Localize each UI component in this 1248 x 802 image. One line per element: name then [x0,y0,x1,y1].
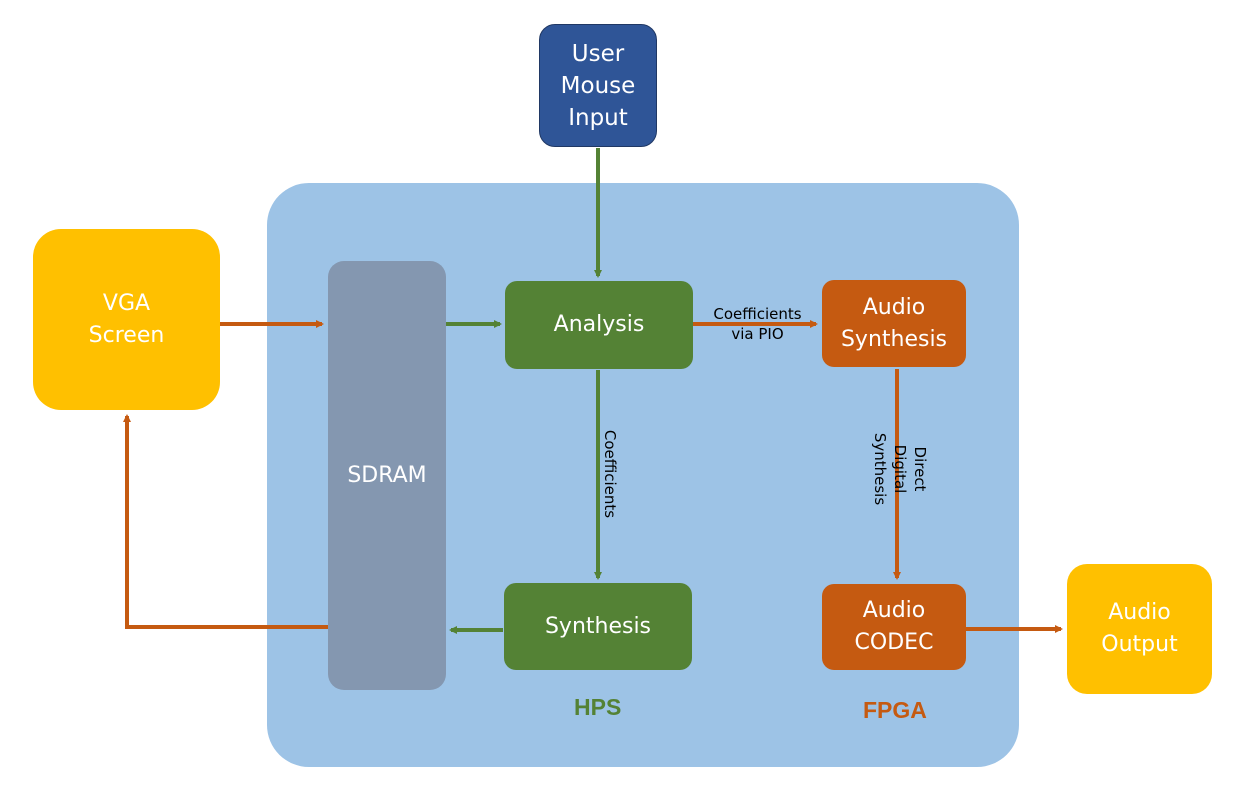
edge-label-coefficients: Coefficients [601,429,620,519]
edge-label-direct-digital-synthesis: Direct Digital Synthesis [871,432,929,506]
hps-region-label: HPS [574,694,622,720]
audio-synthesis-block: Audio Synthesis [822,280,966,367]
vga-screen-block: VGA Screen [33,229,220,410]
audio-codec-block: Audio CODEC [822,584,966,670]
synthesis-block: Synthesis [504,583,692,670]
audio-output-block: Audio Output [1067,564,1212,694]
edge-label-coefficients-wrapper: Coefficients [580,424,640,524]
edge-label-dds-wrapper: Direct Digital Synthesis [860,419,940,519]
user-mouse-input-block: User Mouse Input [539,24,657,147]
edge-label-coefficients-via-pio: Coefficients via PIO [713,305,802,343]
analysis-block: Analysis [505,281,693,369]
sdram-block: SDRAM [328,261,446,690]
fpga-region-label: FPGA [863,697,927,723]
arrow-sdram-to-vga [123,414,328,629]
